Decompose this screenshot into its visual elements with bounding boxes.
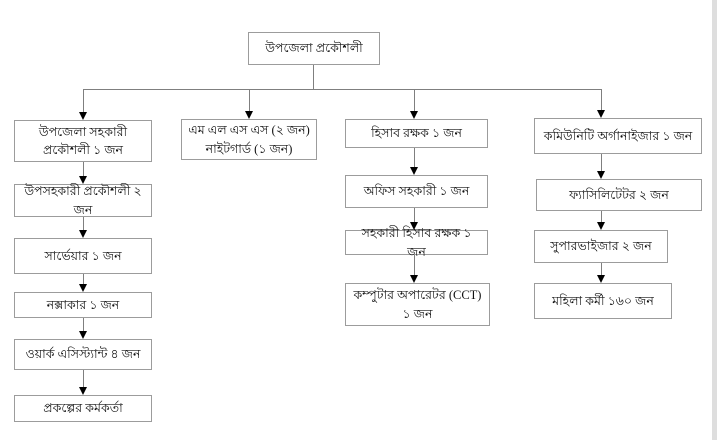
org-node-upazila-assistant-engineer: উপজেলা সহকারী প্রকৌশলী ১ জন: [14, 120, 152, 162]
org-node-draftsman: নক্সাকার ১ জন: [14, 292, 152, 318]
down-arrowhead-icon: [410, 111, 418, 119]
org-node-computer-operator: কম্পুটার অপারেটর (CCT) ১ জন: [345, 283, 490, 326]
down-arrowhead-icon: [79, 176, 87, 184]
org-node-accountant: হিসাব রক্ষক ১ জন: [345, 119, 488, 148]
connector: [83, 318, 84, 331]
down-arrowhead-icon: [597, 275, 605, 283]
org-node-female-worker: মহিলা কর্মী ১৬০ জন: [534, 283, 672, 319]
down-arrowhead-icon: [79, 387, 87, 395]
connector-root-stub: [313, 65, 314, 90]
connector: [601, 154, 602, 171]
connector-drop-col2: [249, 89, 250, 111]
down-arrowhead-icon: [79, 230, 87, 238]
down-arrowhead-icon: [597, 110, 605, 118]
connector: [83, 274, 84, 284]
connector: [83, 370, 84, 387]
down-arrowhead-icon: [79, 284, 87, 292]
org-node-mlss-nightguard: এম এল এস এস (২ জন) নাইটগার্ড (১ জন): [181, 119, 317, 160]
down-arrowhead-icon: [79, 331, 87, 339]
org-node-facilitator: ফ্যাসিলিটেটর ২ জন: [536, 179, 702, 211]
org-node-line: নাইটগার্ড (১ জন): [205, 141, 293, 156]
org-node-assistant-accountant: সহকারী হিসাব রক্ষক ১ জন: [345, 226, 488, 259]
down-arrowhead-icon: [410, 275, 418, 283]
down-arrowhead-icon: [410, 222, 418, 230]
connector: [83, 162, 84, 176]
down-arrowhead-icon: [410, 167, 418, 175]
connector-drop-col4: [601, 89, 602, 110]
connector: [414, 255, 415, 275]
org-node-sub-assistant-engineer: উপসহকারী প্রকৌশলী ২ জন: [14, 184, 152, 217]
org-node-line: এম এল এস এস (২ জন): [188, 123, 310, 138]
down-arrowhead-icon: [597, 222, 605, 230]
org-node-work-assistant: ওয়ার্ক এসিস্ট্যান্ট ৪ জন: [14, 339, 152, 370]
connector: [601, 263, 602, 275]
down-arrowhead-icon: [245, 111, 253, 119]
org-node-supervisor: সুপারভাইজার ২ জন: [534, 230, 668, 263]
org-node-community-organizer: কমিউনিটি অর্গানাইজার ১ জন: [534, 118, 702, 154]
connector: [414, 148, 415, 167]
connector: [414, 208, 415, 222]
connector-drop-col1: [83, 89, 84, 112]
down-arrowhead-icon: [597, 171, 605, 179]
connector: [601, 211, 602, 222]
connector-drop-col3: [414, 89, 415, 111]
page-edge-strip: [712, 0, 717, 440]
down-arrowhead-icon: [79, 112, 87, 120]
org-node-project-officer: প্রকল্পের কর্মকর্তা: [14, 395, 152, 422]
org-node-office-assistant: অফিস সহকারী ১ জন: [345, 175, 488, 208]
connector: [83, 217, 84, 230]
org-node-surveyor: সার্ভেয়ার ১ জন: [14, 238, 152, 274]
connector-distribution-line: [83, 89, 602, 90]
org-node-upazila-engineer: উপজেলা প্রকৌশলী: [248, 32, 380, 65]
